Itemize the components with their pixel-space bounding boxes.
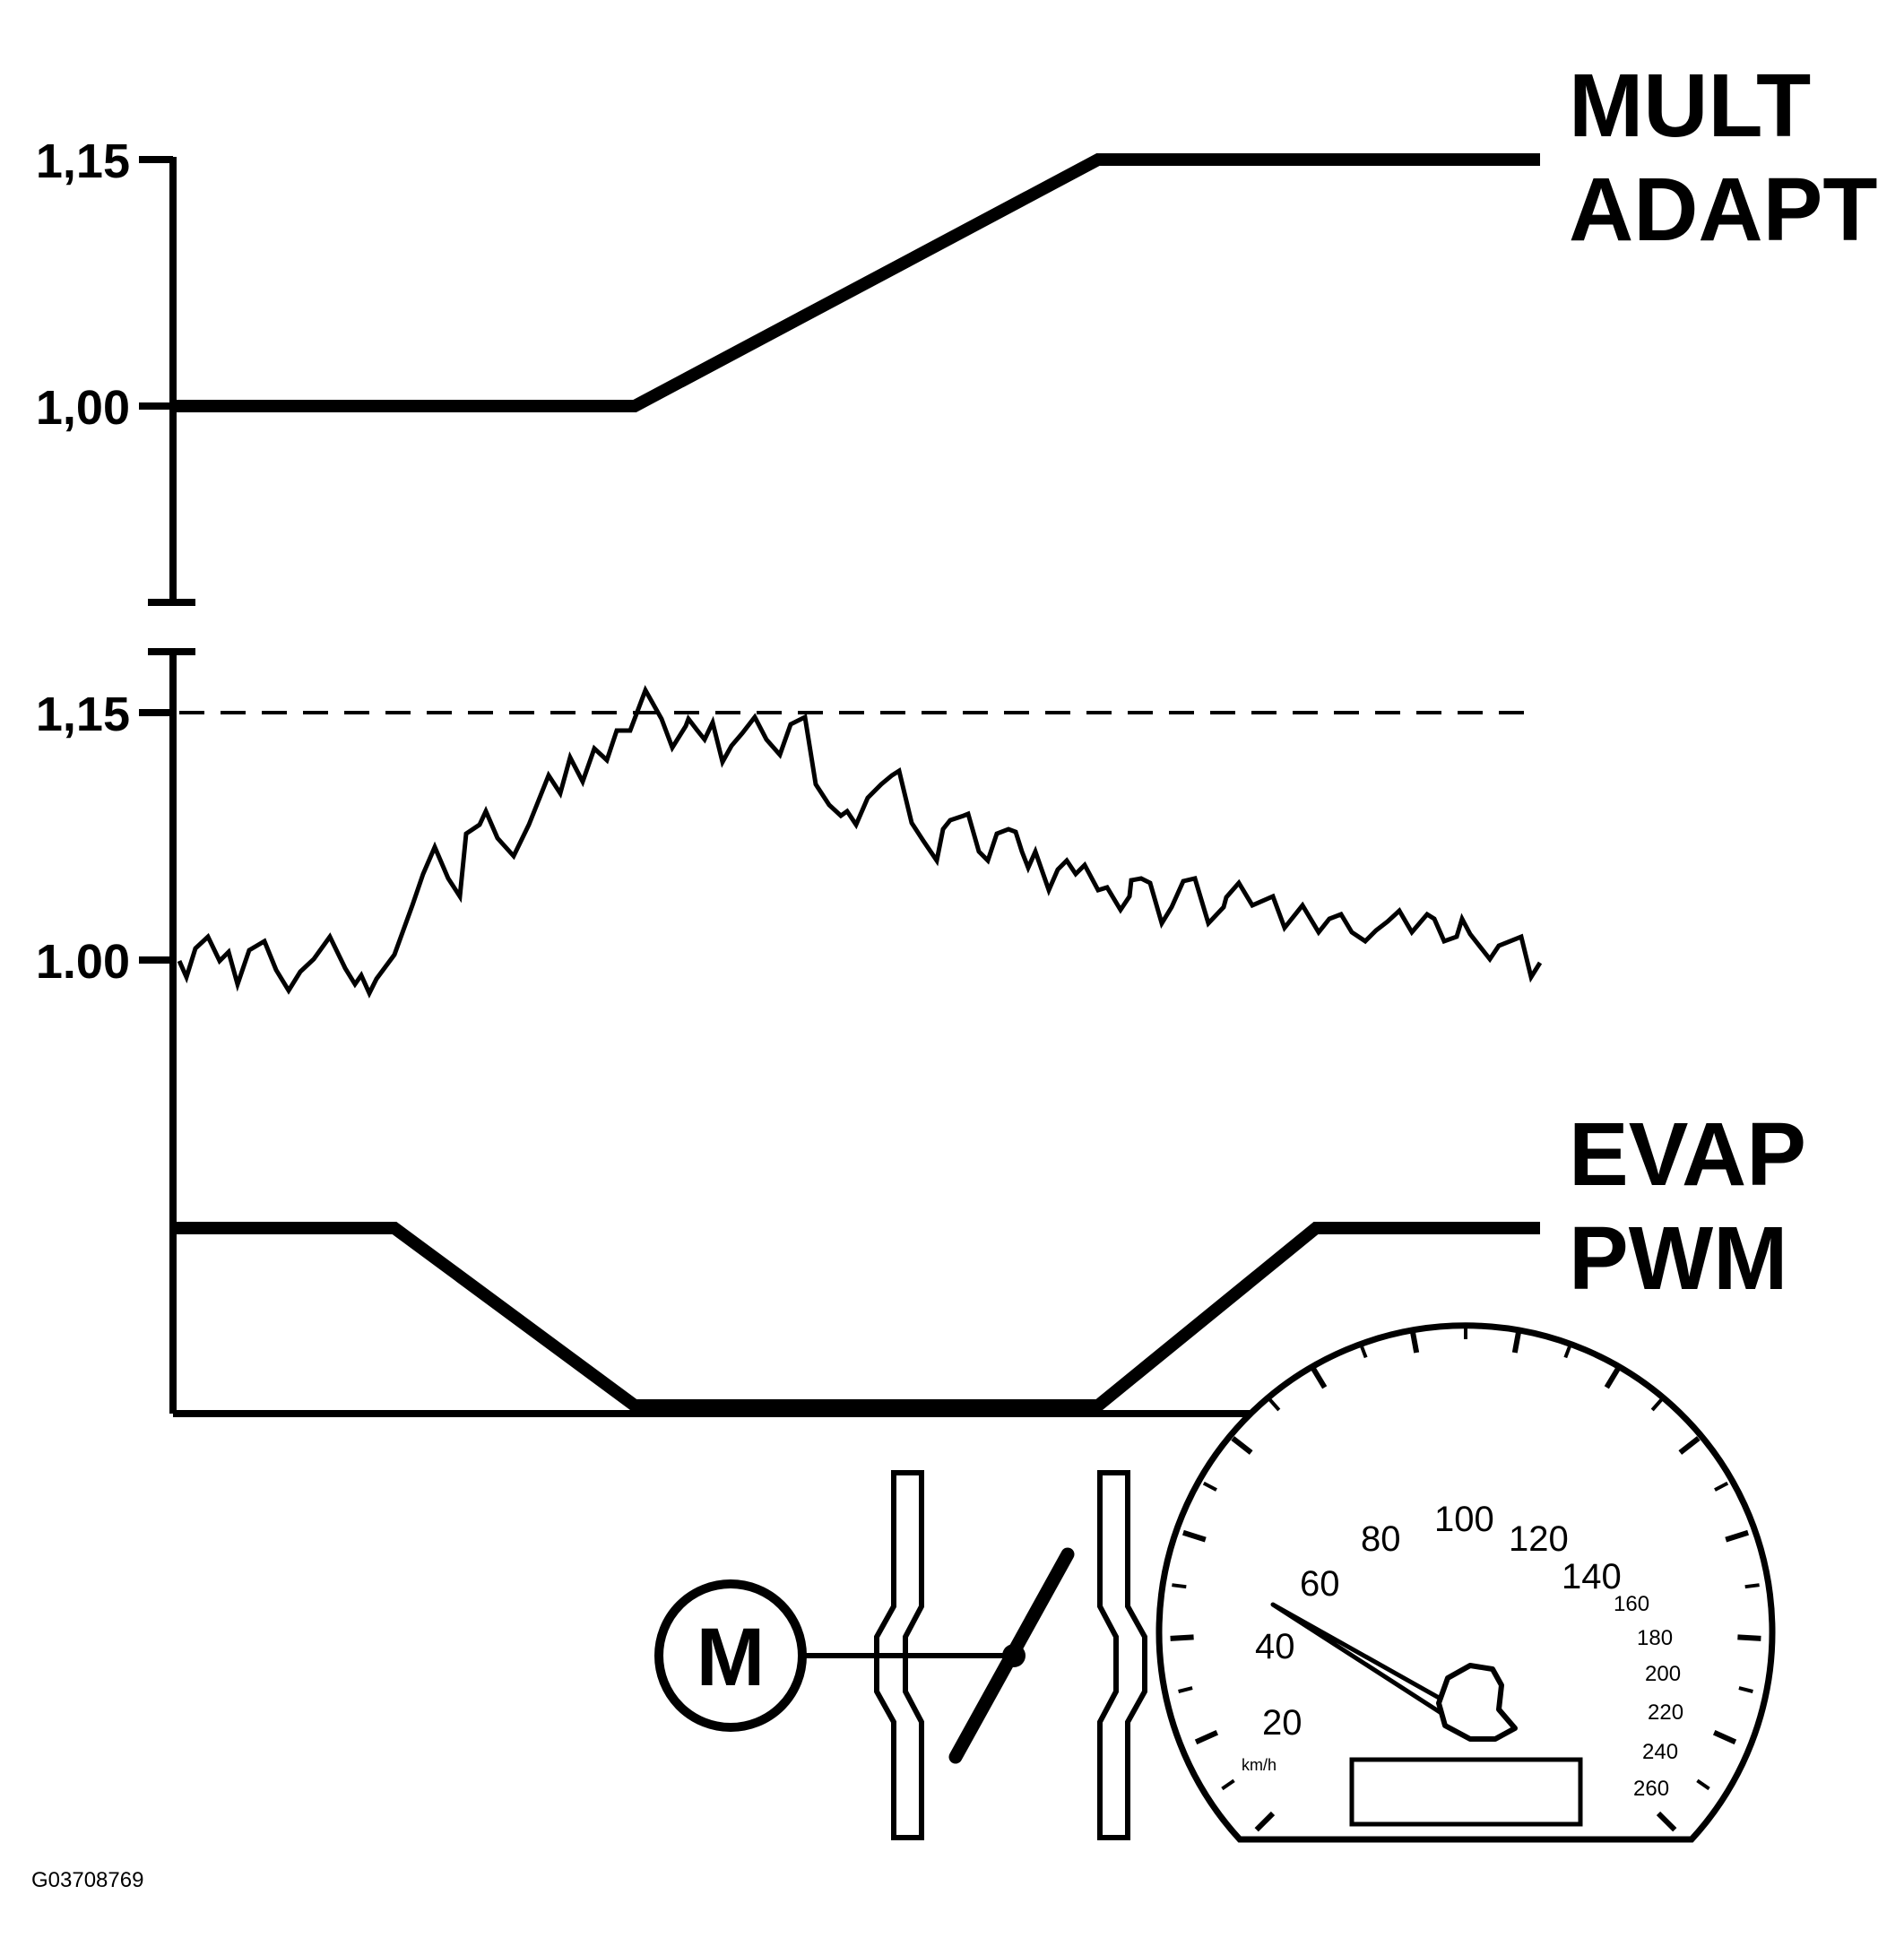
speedometer-tick xyxy=(1231,1436,1253,1455)
throttle-pivot xyxy=(1002,1644,1026,1667)
speedometer-tick xyxy=(1511,1328,1522,1354)
motor-circle xyxy=(654,1579,807,1732)
speedometer-hub xyxy=(1436,1663,1518,1742)
speed-label-200: 200 xyxy=(1645,1662,1681,1686)
speedometer-tick xyxy=(1678,1436,1701,1455)
speed-unit-label: km/h xyxy=(1242,1756,1277,1774)
speedometer-ticks xyxy=(1170,1325,1761,1832)
speedometer-tick xyxy=(1714,1481,1729,1492)
speed-label-240: 240 xyxy=(1642,1740,1678,1764)
speedometer-tick xyxy=(1563,1343,1572,1359)
evap-pwm-line xyxy=(173,1222,1540,1412)
speed-label-180: 180 xyxy=(1637,1626,1673,1650)
throttle-valve-icon xyxy=(654,1470,1147,1840)
top-tick-label-115: 1,15 xyxy=(36,134,130,188)
figure-id: G03708769 xyxy=(31,1868,143,1892)
speedometer-tick xyxy=(1650,1397,1664,1412)
speed-label-160: 160 xyxy=(1614,1592,1649,1616)
evap-pwm-chart: EVAP PWM xyxy=(169,652,1806,1417)
speedometer-tick xyxy=(1359,1343,1368,1359)
mult-adapt-title-line2: ADAPT xyxy=(1569,160,1877,260)
mult-adapt-line xyxy=(173,153,1540,412)
speedometer-display xyxy=(1349,1757,1583,1827)
speed-label-60: 60 xyxy=(1300,1564,1340,1604)
speedometer-tick xyxy=(1178,1686,1193,1693)
evap-pwm-title-line1: EVAP xyxy=(1569,1104,1806,1205)
speedometer-tick xyxy=(1409,1328,1420,1354)
speed-label-220: 220 xyxy=(1648,1700,1683,1725)
throttle-body-right-wall xyxy=(1097,1470,1147,1840)
speedometer-tick xyxy=(1738,1686,1753,1693)
motor-label: M xyxy=(697,1612,766,1703)
signal-trace xyxy=(177,685,1543,999)
speedometer-outline xyxy=(1155,1322,1776,1843)
speed-label-20: 20 xyxy=(1262,1703,1303,1743)
speedometer-tick xyxy=(1254,1811,1276,1832)
speedometer-tick xyxy=(1712,1730,1737,1745)
mid-tick-label-115: 1,15 xyxy=(36,688,130,741)
speedometer-tick xyxy=(1221,1778,1235,1791)
mult-adapt-chart: 1,15 1,00 MULT ADAPT xyxy=(36,56,1877,606)
speedometer-tick xyxy=(1268,1397,1281,1412)
speedometer-tick xyxy=(1182,1529,1207,1543)
speed-label-40: 40 xyxy=(1255,1627,1295,1666)
signal-chart: 1,15 1.00 xyxy=(36,648,1543,999)
mult-adapt-title-line1: MULT xyxy=(1569,56,1811,156)
speedometer-tick xyxy=(1194,1730,1219,1745)
throttle-body-left-wall xyxy=(874,1470,924,1840)
speedometer-tick xyxy=(1170,1634,1194,1641)
mid-tick-label-100: 1.00 xyxy=(36,935,130,989)
speedometer-tick xyxy=(1202,1481,1217,1492)
speedometer-tick xyxy=(1656,1811,1677,1832)
speed-label-80: 80 xyxy=(1361,1519,1401,1559)
speedometer-tick xyxy=(1725,1529,1749,1543)
speedometer-tick xyxy=(1737,1634,1761,1641)
speed-label-120: 120 xyxy=(1509,1519,1569,1559)
speed-label-140: 140 xyxy=(1562,1557,1622,1596)
speedometer-tick xyxy=(1696,1778,1710,1791)
top-tick-label-100: 1,00 xyxy=(36,381,130,435)
speedometer-tick xyxy=(1310,1366,1328,1389)
speedometer-tick xyxy=(1744,1583,1760,1589)
evap-pwm-title-line2: PWM xyxy=(1569,1208,1787,1309)
speed-label-100: 100 xyxy=(1434,1500,1494,1539)
speed-label-260: 260 xyxy=(1633,1777,1669,1801)
speedometer-tick xyxy=(1172,1583,1187,1589)
speedometer-icon: 20 40 60 80 100 120 140 160 180 200 220 … xyxy=(1155,1322,1776,1843)
speedometer-tick xyxy=(1604,1366,1622,1389)
